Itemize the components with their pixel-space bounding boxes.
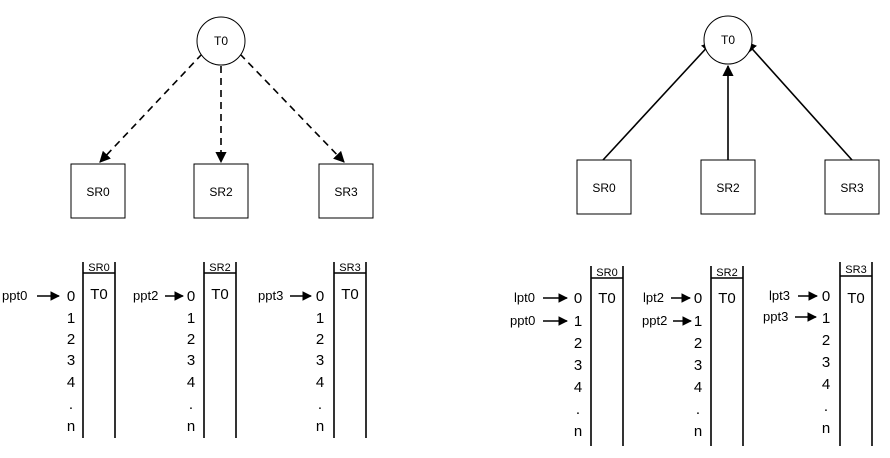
left-table-sr3-header: SR3 xyxy=(339,262,360,274)
left-tree: T0 SR0 SR2 SR3 xyxy=(70,16,374,219)
right-table-sr2-header: SR2 xyxy=(716,267,737,279)
row-index: 1 xyxy=(67,310,75,327)
left-table-sr2: SR2 T0 0 1 2 3 4 . n ppt2 xyxy=(133,262,237,438)
row-index: 2 xyxy=(574,335,582,352)
right-node-sr3-label: SR3 xyxy=(840,181,864,195)
pointer-label-lpt2: lpt2 xyxy=(643,290,664,305)
row-index: n xyxy=(574,423,582,440)
row-index: 4 xyxy=(187,374,195,391)
row-index: n xyxy=(822,420,830,437)
pointer-label-lpt3: lpt3 xyxy=(769,288,790,303)
right-table-sr2-entry: T0 xyxy=(718,290,736,307)
right-edge-sr0 xyxy=(602,41,713,161)
left-edge-sr3 xyxy=(239,53,345,163)
row-index: 2 xyxy=(67,331,75,348)
pointer-label-ppt3: ppt3 xyxy=(258,288,283,303)
row-index: 2 xyxy=(316,331,324,348)
right-table-sr2-rows: 0 1 2 3 4 . n xyxy=(694,290,702,440)
row-index: n xyxy=(694,423,702,440)
right-tree: T0 SR0 SR2 SR3 xyxy=(576,15,880,215)
left-root-node xyxy=(196,16,246,66)
left-table-sr3-rows: 0 1 2 3 4 . n xyxy=(316,288,324,435)
row-index: 3 xyxy=(822,354,830,371)
row-index: . xyxy=(69,396,73,413)
row-index: 0 xyxy=(67,288,75,305)
left-edge-sr0 xyxy=(99,53,203,163)
row-index: 3 xyxy=(574,357,582,374)
right-node-sr0 xyxy=(576,159,632,215)
pointer-label-ppt0: ppt0 xyxy=(510,313,535,328)
left-table-sr0-rows: 0 1 2 3 4 . n xyxy=(67,288,75,435)
left-node-sr3-label: SR3 xyxy=(334,185,358,199)
row-index: 3 xyxy=(694,357,702,374)
left-table-sr3-entry: T0 xyxy=(341,286,359,303)
right-edge-sr3 xyxy=(745,41,853,161)
row-index: 4 xyxy=(67,374,75,391)
row-index: n xyxy=(187,418,195,435)
row-index: . xyxy=(824,398,828,415)
left-table-sr2-rows: 0 1 2 3 4 . n xyxy=(187,288,195,435)
pointer-label-ppt0: ppt0 xyxy=(2,288,27,303)
right-table-sr0-rows: 0 1 2 3 4 . n xyxy=(574,290,582,440)
row-index: 4 xyxy=(822,376,830,393)
row-index: 0 xyxy=(574,290,582,307)
row-index: 3 xyxy=(316,352,324,369)
row-index: 1 xyxy=(316,310,324,327)
left-table-sr2-entry: T0 xyxy=(211,286,229,303)
row-index: n xyxy=(316,418,324,435)
row-index: 2 xyxy=(694,335,702,352)
pointer-label-ppt3: ppt3 xyxy=(763,309,788,324)
left-node-sr0 xyxy=(70,163,126,219)
left-table-sr0-entry: T0 xyxy=(90,286,108,303)
left-table-sr0: SR0 T0 0 1 2 3 4 . n ppt0 xyxy=(2,262,116,438)
row-index: 1 xyxy=(187,310,195,327)
row-index: 0 xyxy=(822,288,830,305)
right-table-sr0-entry: T0 xyxy=(598,290,616,307)
row-index: 2 xyxy=(187,331,195,348)
left-table-sr2-header: SR2 xyxy=(209,262,230,274)
row-index: 1 xyxy=(574,313,582,330)
row-index: 0 xyxy=(694,290,702,307)
right-table-sr2: SR2 T0 0 1 2 3 4 . n lpt2 ppt2 xyxy=(642,266,744,446)
pointer-label-ppt2: ppt2 xyxy=(133,288,158,303)
right-table-sr3-header: SR3 xyxy=(845,264,866,276)
row-index: 2 xyxy=(822,332,830,349)
row-index: 4 xyxy=(574,379,582,396)
left-node-sr2 xyxy=(193,163,249,219)
row-index: . xyxy=(189,396,193,413)
left-node-sr2-label: SR2 xyxy=(209,185,233,199)
row-index: . xyxy=(318,396,322,413)
row-index: 0 xyxy=(316,288,324,305)
right-node-sr2 xyxy=(700,159,756,215)
row-index: 1 xyxy=(822,310,830,327)
right-node-sr2-label: SR2 xyxy=(716,181,740,195)
row-index: 3 xyxy=(67,352,75,369)
right-node-sr0-label: SR0 xyxy=(592,181,616,195)
left-node-sr0-label: SR0 xyxy=(86,185,110,199)
row-index: 3 xyxy=(187,352,195,369)
right-table-sr0-header: SR0 xyxy=(596,267,617,279)
row-index: 0 xyxy=(187,288,195,305)
right-root-node xyxy=(703,15,753,65)
row-index: 1 xyxy=(694,313,702,330)
left-table-sr0-header: SR0 xyxy=(88,262,109,274)
row-index: . xyxy=(696,401,700,418)
right-table-sr3: SR3 T0 0 1 2 3 4 . n lpt3 ppt3 xyxy=(763,262,873,446)
row-index: 4 xyxy=(316,374,324,391)
right-root-label: T0 xyxy=(721,33,735,47)
right-table-sr0: SR0 T0 0 1 2 3 4 . n lpt0 ppt0 xyxy=(510,266,624,446)
right-table-sr3-rows: 0 1 2 3 4 . n xyxy=(822,288,830,437)
left-table-sr3: SR3 T0 0 1 2 3 4 . n ppt3 xyxy=(258,262,367,438)
row-index: 4 xyxy=(694,379,702,396)
pointer-label-ppt2: ppt2 xyxy=(642,313,667,328)
right-table-sr3-entry: T0 xyxy=(847,290,865,307)
pointer-label-lpt0: lpt0 xyxy=(514,290,535,305)
left-root-label: T0 xyxy=(214,34,228,48)
row-index: . xyxy=(576,401,580,418)
right-node-sr3 xyxy=(824,159,880,215)
row-index: n xyxy=(67,418,75,435)
left-node-sr3 xyxy=(318,163,374,219)
